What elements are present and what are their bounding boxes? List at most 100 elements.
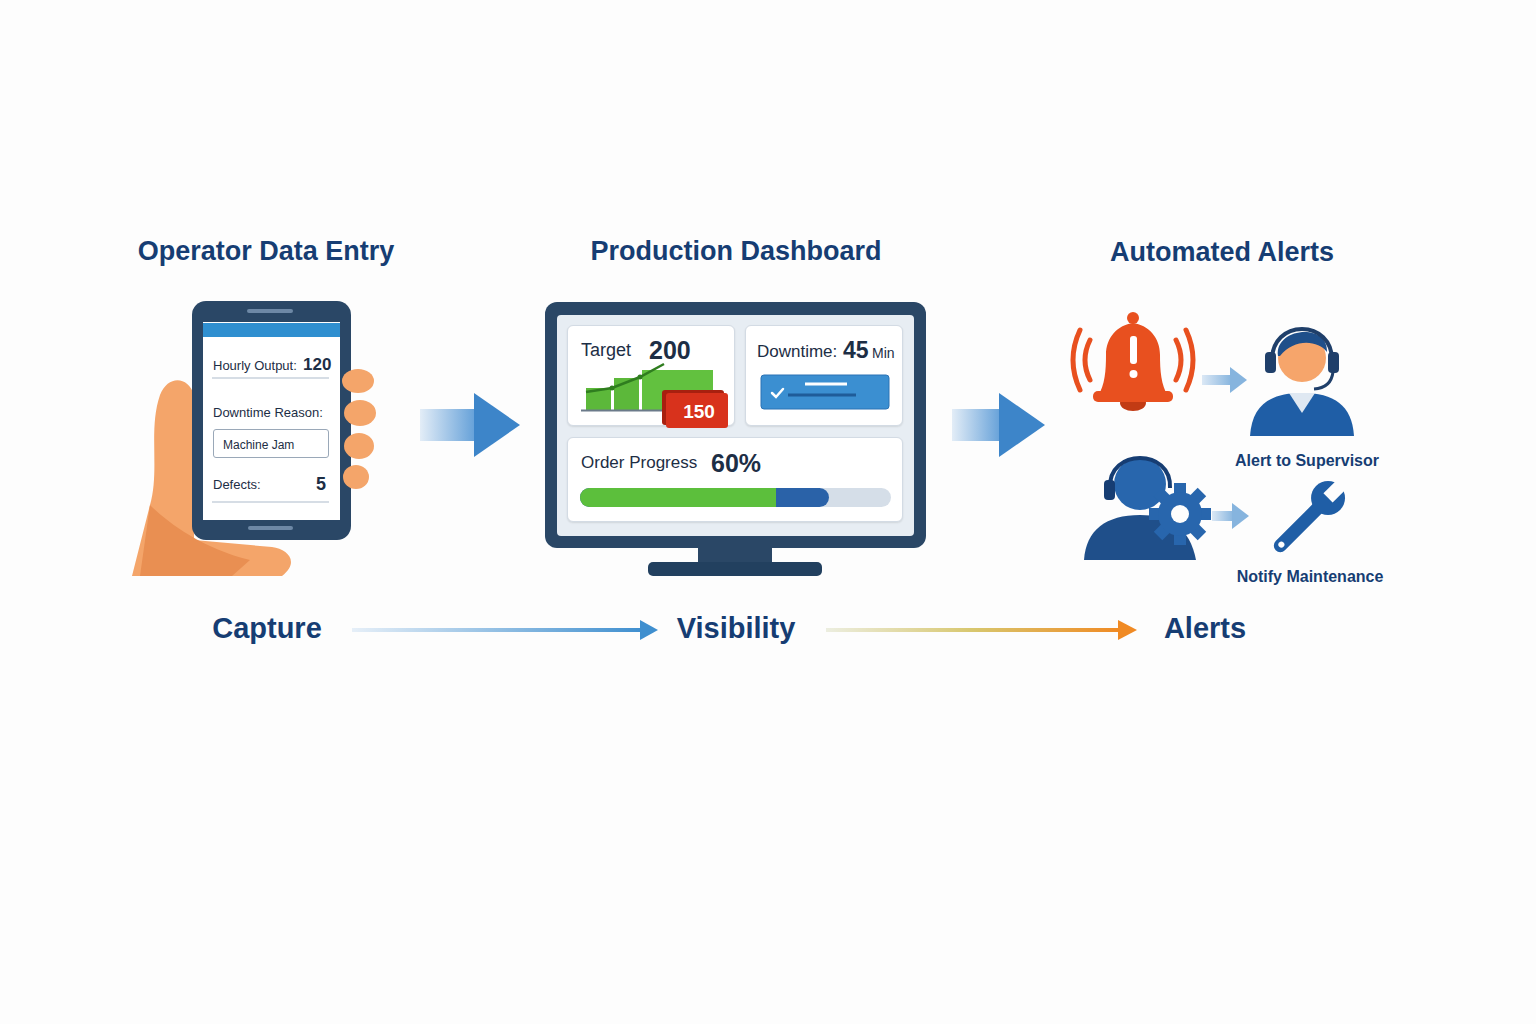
monitor-frame	[545, 302, 926, 548]
small-arrow-head	[1230, 367, 1247, 393]
chart-trend-line	[586, 364, 664, 392]
progress-green	[760, 488, 776, 507]
wrench-icon	[1264, 472, 1355, 563]
wrench-head	[1304, 474, 1352, 522]
chart-axis	[581, 410, 725, 412]
flow-arrow	[420, 409, 480, 441]
phone-top-bar	[203, 323, 340, 337]
phone-speaker	[247, 309, 293, 313]
supervisor-collar	[1289, 393, 1315, 413]
monitor-base	[648, 562, 822, 576]
form-divider	[212, 501, 329, 503]
node-text: 120	[303, 356, 331, 373]
bell-body	[1098, 323, 1168, 396]
chart-bar	[586, 388, 611, 410]
form-divider	[212, 377, 329, 379]
node-text: Min	[872, 346, 895, 360]
hand-finger	[343, 465, 369, 489]
supervisor-body	[1250, 393, 1354, 436]
gear-icon	[1149, 483, 1211, 545]
node-heading: Production Dashboard	[590, 238, 881, 265]
progress-panel: Order Progress 60%	[567, 437, 903, 522]
check-mark	[772, 389, 783, 397]
bell-wave	[1176, 340, 1181, 380]
bell-wave	[1186, 330, 1193, 390]
wrench-jaw	[1323, 479, 1346, 502]
phone-form: Operator Data EntryHourly Output: 120Down…	[110, 222, 420, 587]
phone-body	[192, 301, 351, 540]
node-text: 60%	[711, 451, 761, 476]
headset-mic	[1314, 372, 1333, 389]
headset-band	[1110, 458, 1170, 488]
bell-rim	[1093, 391, 1173, 402]
small-arrow-shaft	[1202, 375, 1232, 385]
maintenance-head	[1114, 458, 1166, 510]
node-text: 5	[316, 475, 326, 493]
monitor-neck	[698, 546, 772, 564]
node-heading: Operator Data Entry	[138, 238, 395, 265]
stage-arrow-head	[1118, 620, 1137, 640]
flow-arrow	[952, 409, 1005, 441]
progress-blue	[580, 488, 829, 507]
dashboard-monitor: Production DashboardTarget200150Downtime…	[520, 222, 952, 580]
hand-finger	[344, 433, 374, 459]
status-line	[805, 383, 847, 386]
target-panel: Target200150	[567, 325, 735, 426]
node-heading: Notify Maintenance	[1237, 569, 1384, 585]
node-heading: 150	[683, 402, 715, 421]
alerts-group: Automated AlertsAlert to SupervisorNotif…	[1045, 222, 1405, 600]
headset-band	[1272, 329, 1332, 362]
hand-finger	[342, 369, 374, 393]
stage-label: Alerts	[1164, 614, 1246, 643]
bell-exclamation-dot	[1130, 370, 1138, 378]
node-text: Defects:	[213, 478, 261, 491]
maintenance-alert: Notify Maintenance	[1220, 484, 1400, 590]
stage-arrow-shaft	[352, 628, 642, 632]
chart-point	[638, 375, 643, 380]
bell-exclamation	[1130, 336, 1137, 364]
status-bar	[761, 375, 889, 409]
headset-cup	[1104, 480, 1115, 500]
node-heading: Downtime:	[757, 343, 837, 360]
wrench-hole	[1277, 540, 1285, 548]
value-tag: 150	[666, 393, 728, 428]
small-arrow-shaft	[1212, 511, 1234, 521]
chart-bar	[614, 378, 639, 410]
node-text: 45	[843, 339, 869, 362]
small-arrow-head	[1232, 503, 1249, 529]
text-input: Machine Jam	[213, 429, 329, 458]
headset-cup	[1265, 352, 1276, 373]
monitor-screen	[557, 315, 914, 536]
bell-knob	[1127, 312, 1139, 324]
gear-hole	[1171, 505, 1189, 523]
node-text: Hourly Output:	[213, 359, 297, 372]
chart-bar	[642, 370, 713, 410]
stage-label: Visibility	[677, 614, 796, 643]
gear-ring	[1158, 492, 1202, 536]
downtime-panel: Downtime: 45Min	[745, 325, 903, 426]
chart-point	[610, 386, 615, 391]
node-heading: Machine Jam	[223, 439, 294, 451]
headset-cup	[1328, 352, 1339, 373]
status-line	[788, 394, 856, 397]
node-heading: Order Progress	[581, 454, 697, 471]
node-text: Downtime Reason:	[213, 406, 323, 419]
hand-finger	[344, 400, 376, 426]
supervisor-alert: Alert to Supervisor	[1212, 328, 1402, 476]
node-heading: Automated Alerts	[1110, 239, 1334, 266]
stage-label: Capture	[212, 614, 322, 643]
progress-green	[580, 488, 776, 507]
progress-track	[580, 488, 891, 507]
stage-arrow-shaft	[826, 628, 1120, 632]
stage-arrow-head	[640, 620, 658, 640]
node-heading: Target	[581, 341, 631, 359]
bell-wave	[1073, 330, 1080, 390]
phone-screen	[203, 322, 340, 520]
phone-home-bar	[248, 526, 293, 530]
node-heading: Alert to Supervisor	[1235, 453, 1379, 469]
bell-wave	[1085, 340, 1090, 380]
